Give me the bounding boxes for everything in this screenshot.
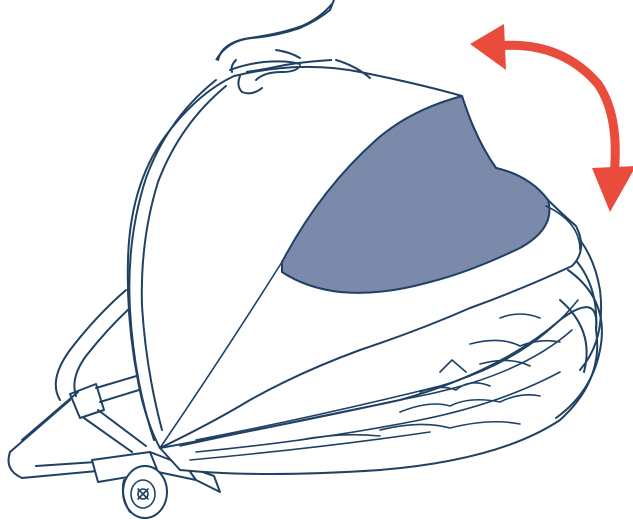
rear-wheel <box>123 466 167 518</box>
arrowhead-left <box>470 24 506 70</box>
arrowhead-bottom <box>592 166 633 212</box>
